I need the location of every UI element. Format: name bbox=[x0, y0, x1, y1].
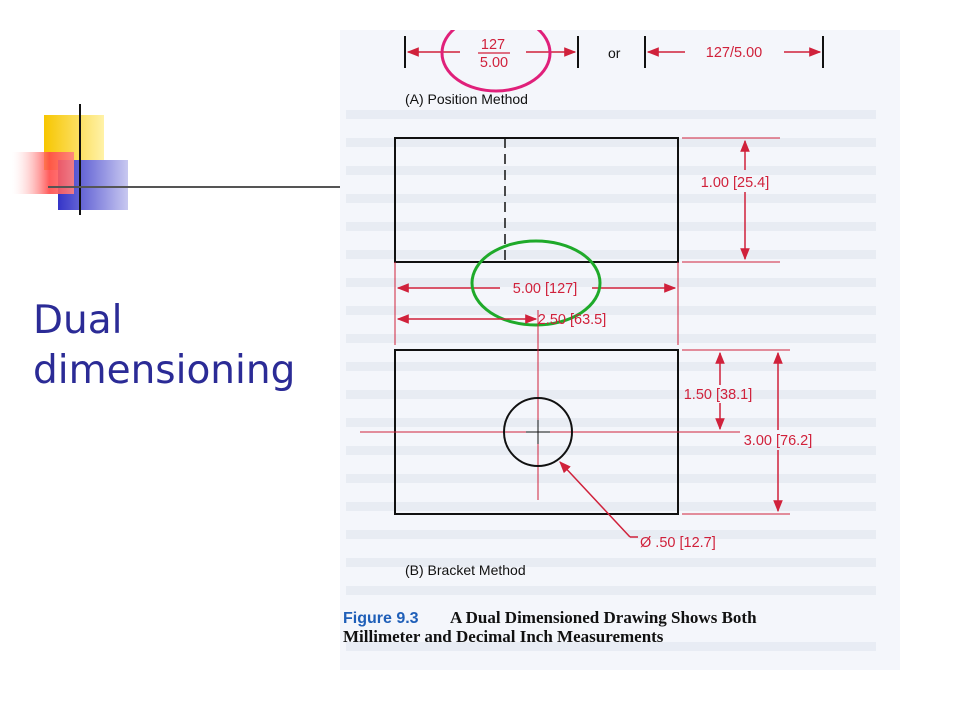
figure-caption-line-1: A Dual Dimensioned Drawing Shows Both bbox=[450, 608, 757, 627]
green-highlight-circle bbox=[470, 239, 602, 327]
figure-caption-number: Figure 9.3 bbox=[343, 610, 419, 627]
top-dim-denominator: 5.00 bbox=[480, 55, 508, 71]
slide-title: Dual dimensioning bbox=[33, 298, 296, 393]
figure-caption-line-2: Millimeter and Decimal Inch Measurements bbox=[343, 627, 664, 646]
part-b-hole bbox=[503, 397, 573, 467]
alt-dim-label: 127/5.00 bbox=[706, 45, 762, 61]
part-b-hole-center-label: 1.50 [38.1] bbox=[684, 387, 753, 403]
method-b-label: (B) Bracket Method bbox=[405, 562, 526, 578]
part-b-height-label: 3.00 [76.2] bbox=[744, 433, 813, 449]
slide-logo bbox=[12, 104, 344, 215]
dual-dimension-figure: 127 5.00 or 127/5.00 (A) Position Method… bbox=[340, 30, 900, 670]
part-a-outline bbox=[394, 137, 679, 263]
part-b-hole-leader bbox=[559, 461, 631, 538]
pink-highlight-circle bbox=[440, 30, 552, 93]
method-a-label: (A) Position Method bbox=[405, 91, 528, 107]
part-b-hole-diameter-label: Ø .50 [12.7] bbox=[640, 535, 716, 551]
part-a-height-label: 1.00 [25.4] bbox=[701, 175, 770, 191]
part-b-width-label: 5.00 [127] bbox=[513, 281, 578, 297]
scan-background-text bbox=[346, 110, 876, 651]
or-label: or bbox=[608, 45, 621, 61]
top-dim-numerator: 127 bbox=[481, 37, 505, 53]
part-b-half-width-label: 2.50 [63.5] bbox=[538, 312, 607, 328]
